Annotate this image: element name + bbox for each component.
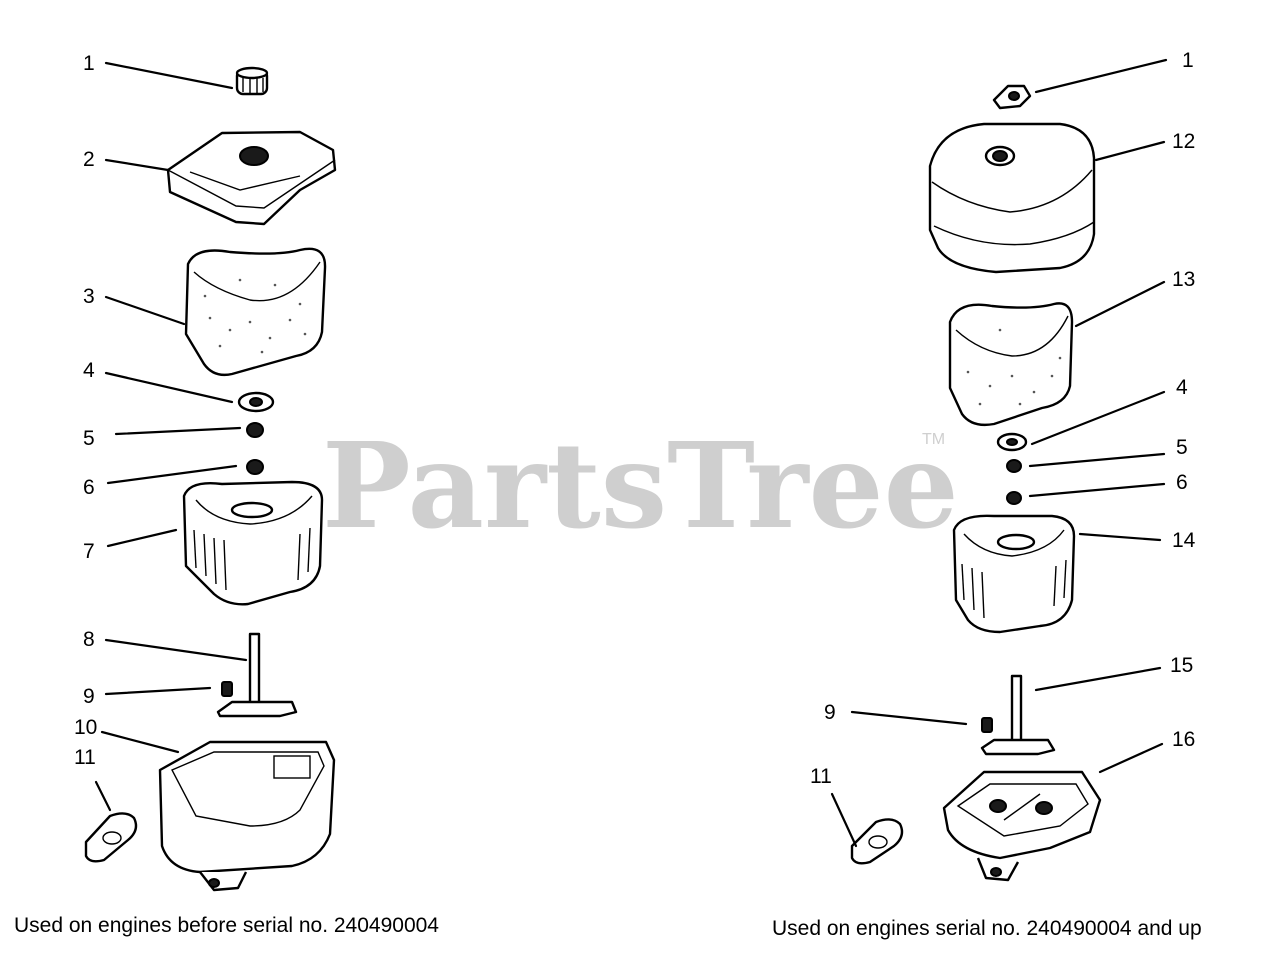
part-cover-right xyxy=(928,122,1096,274)
part-precleaner-left xyxy=(184,247,327,377)
callout-10-left: 10 xyxy=(74,716,97,739)
callout-14-right: 14 xyxy=(1172,529,1196,552)
callout-16-right: 16 xyxy=(1172,728,1195,751)
part-grommet-left xyxy=(246,459,264,475)
part-filter-left xyxy=(182,480,324,606)
callout-6-right: 6 xyxy=(1176,471,1188,494)
part-gasket-right xyxy=(850,818,904,865)
part-cover-left xyxy=(166,130,337,226)
caption-left: Used on engines before serial no. 240490… xyxy=(14,914,439,937)
callout-6-left: 6 xyxy=(83,476,95,499)
callout-4-right: 4 xyxy=(1176,376,1188,399)
part-nut-right xyxy=(1006,459,1022,473)
part-screw-right xyxy=(981,717,993,733)
part-precleaner-right xyxy=(948,302,1074,427)
part-base-left xyxy=(158,740,336,892)
callout-7-left: 7 xyxy=(83,540,95,563)
callout-5-left: 5 xyxy=(83,427,95,450)
left-assembly: 1 2 3 4 5 6 7 8 9 10 11 Used on engines … xyxy=(14,52,439,937)
part-wing-nut-left xyxy=(235,66,269,96)
part-gasket-left xyxy=(84,812,138,863)
part-wing-nut-right xyxy=(992,84,1032,110)
callout-9-left: 9 xyxy=(83,685,95,708)
callout-12-right: 12 xyxy=(1172,130,1195,153)
part-stud-left xyxy=(216,632,298,718)
callout-2-left: 2 xyxy=(83,148,95,171)
callout-11-left: 11 xyxy=(74,746,96,769)
watermark-tm: TM xyxy=(922,431,945,448)
callout-3-left: 3 xyxy=(83,285,95,308)
callout-5-right: 5 xyxy=(1176,436,1188,459)
part-base-right xyxy=(942,770,1102,882)
part-seal-left xyxy=(237,391,275,413)
callout-1-left: 1 xyxy=(83,52,95,75)
part-grommet-right xyxy=(1006,491,1022,505)
callout-13-right: 13 xyxy=(1172,268,1195,291)
callout-9-right: 9 xyxy=(824,701,836,724)
part-nut-left xyxy=(246,422,264,438)
callout-11-right: 11 xyxy=(810,765,832,788)
callout-8-left: 8 xyxy=(83,628,95,651)
part-stud-right xyxy=(980,674,1056,756)
part-seal-right xyxy=(996,432,1028,452)
callout-15-right: 15 xyxy=(1170,654,1193,677)
watermark-text: PartsTree xyxy=(322,416,959,555)
part-filter-right xyxy=(952,514,1076,634)
right-assembly: 1 12 13 4 5 6 14 15 9 16 11 Used on engi… xyxy=(772,49,1202,940)
part-screw-left xyxy=(221,681,233,697)
callout-1-right: 1 xyxy=(1182,49,1194,72)
callout-4-left: 4 xyxy=(83,359,95,382)
caption-right: Used on engines serial no. 240490004 and… xyxy=(772,917,1202,940)
